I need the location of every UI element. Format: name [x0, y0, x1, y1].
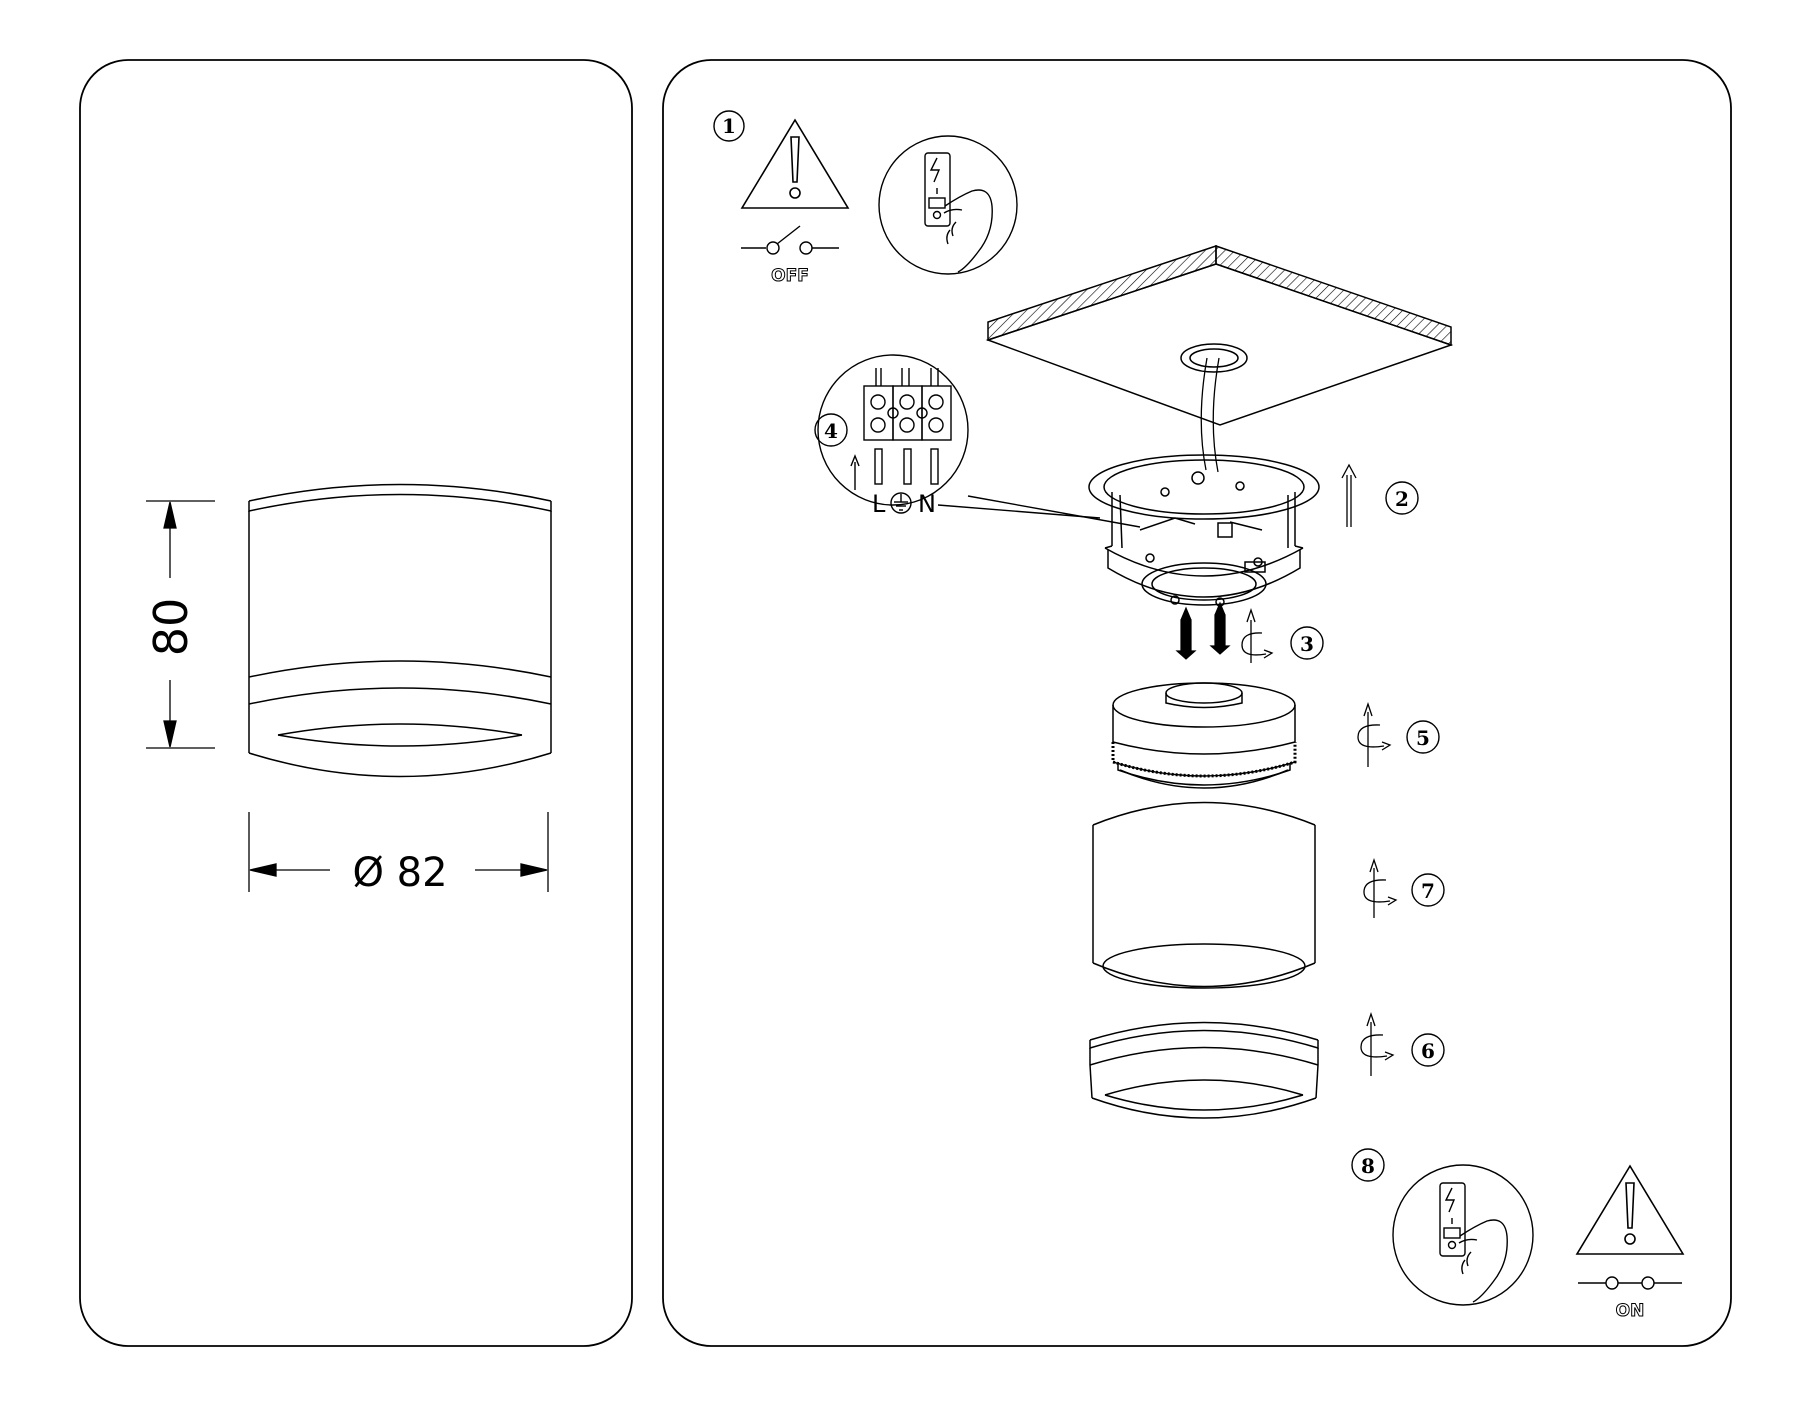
step-4-number: 4 [824, 419, 838, 443]
on-label: ON [1616, 1301, 1645, 1321]
height-label: 80 [144, 598, 198, 657]
ceiling-slab [985, 244, 1454, 426]
installation-panel [662, 59, 1732, 1347]
step-7-badge [1411, 873, 1445, 907]
step-3-number: 3 [1300, 632, 1314, 656]
step-7-number: 7 [1421, 879, 1435, 903]
step-1-badge [713, 110, 745, 142]
step-2-arrow [1341, 463, 1357, 527]
height-dimension [146, 500, 215, 749]
diameter-label: Ø 82 [352, 850, 447, 896]
warning-triangle-icon [740, 118, 850, 209]
step-8-number: 8 [1361, 1154, 1375, 1178]
step-3-badge [1290, 626, 1324, 660]
step-1-number: 1 [722, 114, 736, 138]
mounting-screws [1175, 601, 1231, 660]
rotate-arrow-icon [1241, 607, 1274, 663]
step-5-number: 5 [1416, 726, 1430, 750]
step-6-badge [1411, 1033, 1445, 1067]
earth-ground-icon [890, 492, 912, 514]
diameter-dimension [248, 812, 549, 892]
lamp-side-view [248, 483, 552, 778]
hand-pressing-switch-icon [1392, 1164, 1534, 1306]
terminal-neutral-label: N [918, 490, 936, 518]
step-2-badge [1385, 481, 1419, 515]
dimensions-panel [79, 59, 633, 1347]
rotate-arrow-icon [1363, 857, 1398, 918]
step-4-badge [814, 413, 848, 447]
step-8-badge [1351, 1148, 1385, 1182]
rotate-arrow-icon [1360, 1011, 1395, 1076]
step-6-number: 6 [1421, 1039, 1435, 1063]
switch-on-icon [1578, 1276, 1682, 1290]
terminal-live-label: L [872, 490, 886, 518]
hand-pressing-switch-icon [878, 135, 1018, 275]
warning-triangle-icon [1575, 1164, 1685, 1255]
step-5-badge [1406, 720, 1440, 754]
rotate-arrow-icon [1357, 701, 1392, 767]
lamp-housing [1092, 801, 1316, 989]
mounting-bracket [1088, 454, 1320, 607]
switch-off-icon [741, 225, 839, 255]
terminal-block-callout [817, 354, 1141, 528]
decorative-ring [1089, 1021, 1319, 1119]
led-module [1111, 682, 1297, 789]
off-label: OFF [771, 266, 809, 286]
step-2-number: 2 [1395, 487, 1409, 511]
